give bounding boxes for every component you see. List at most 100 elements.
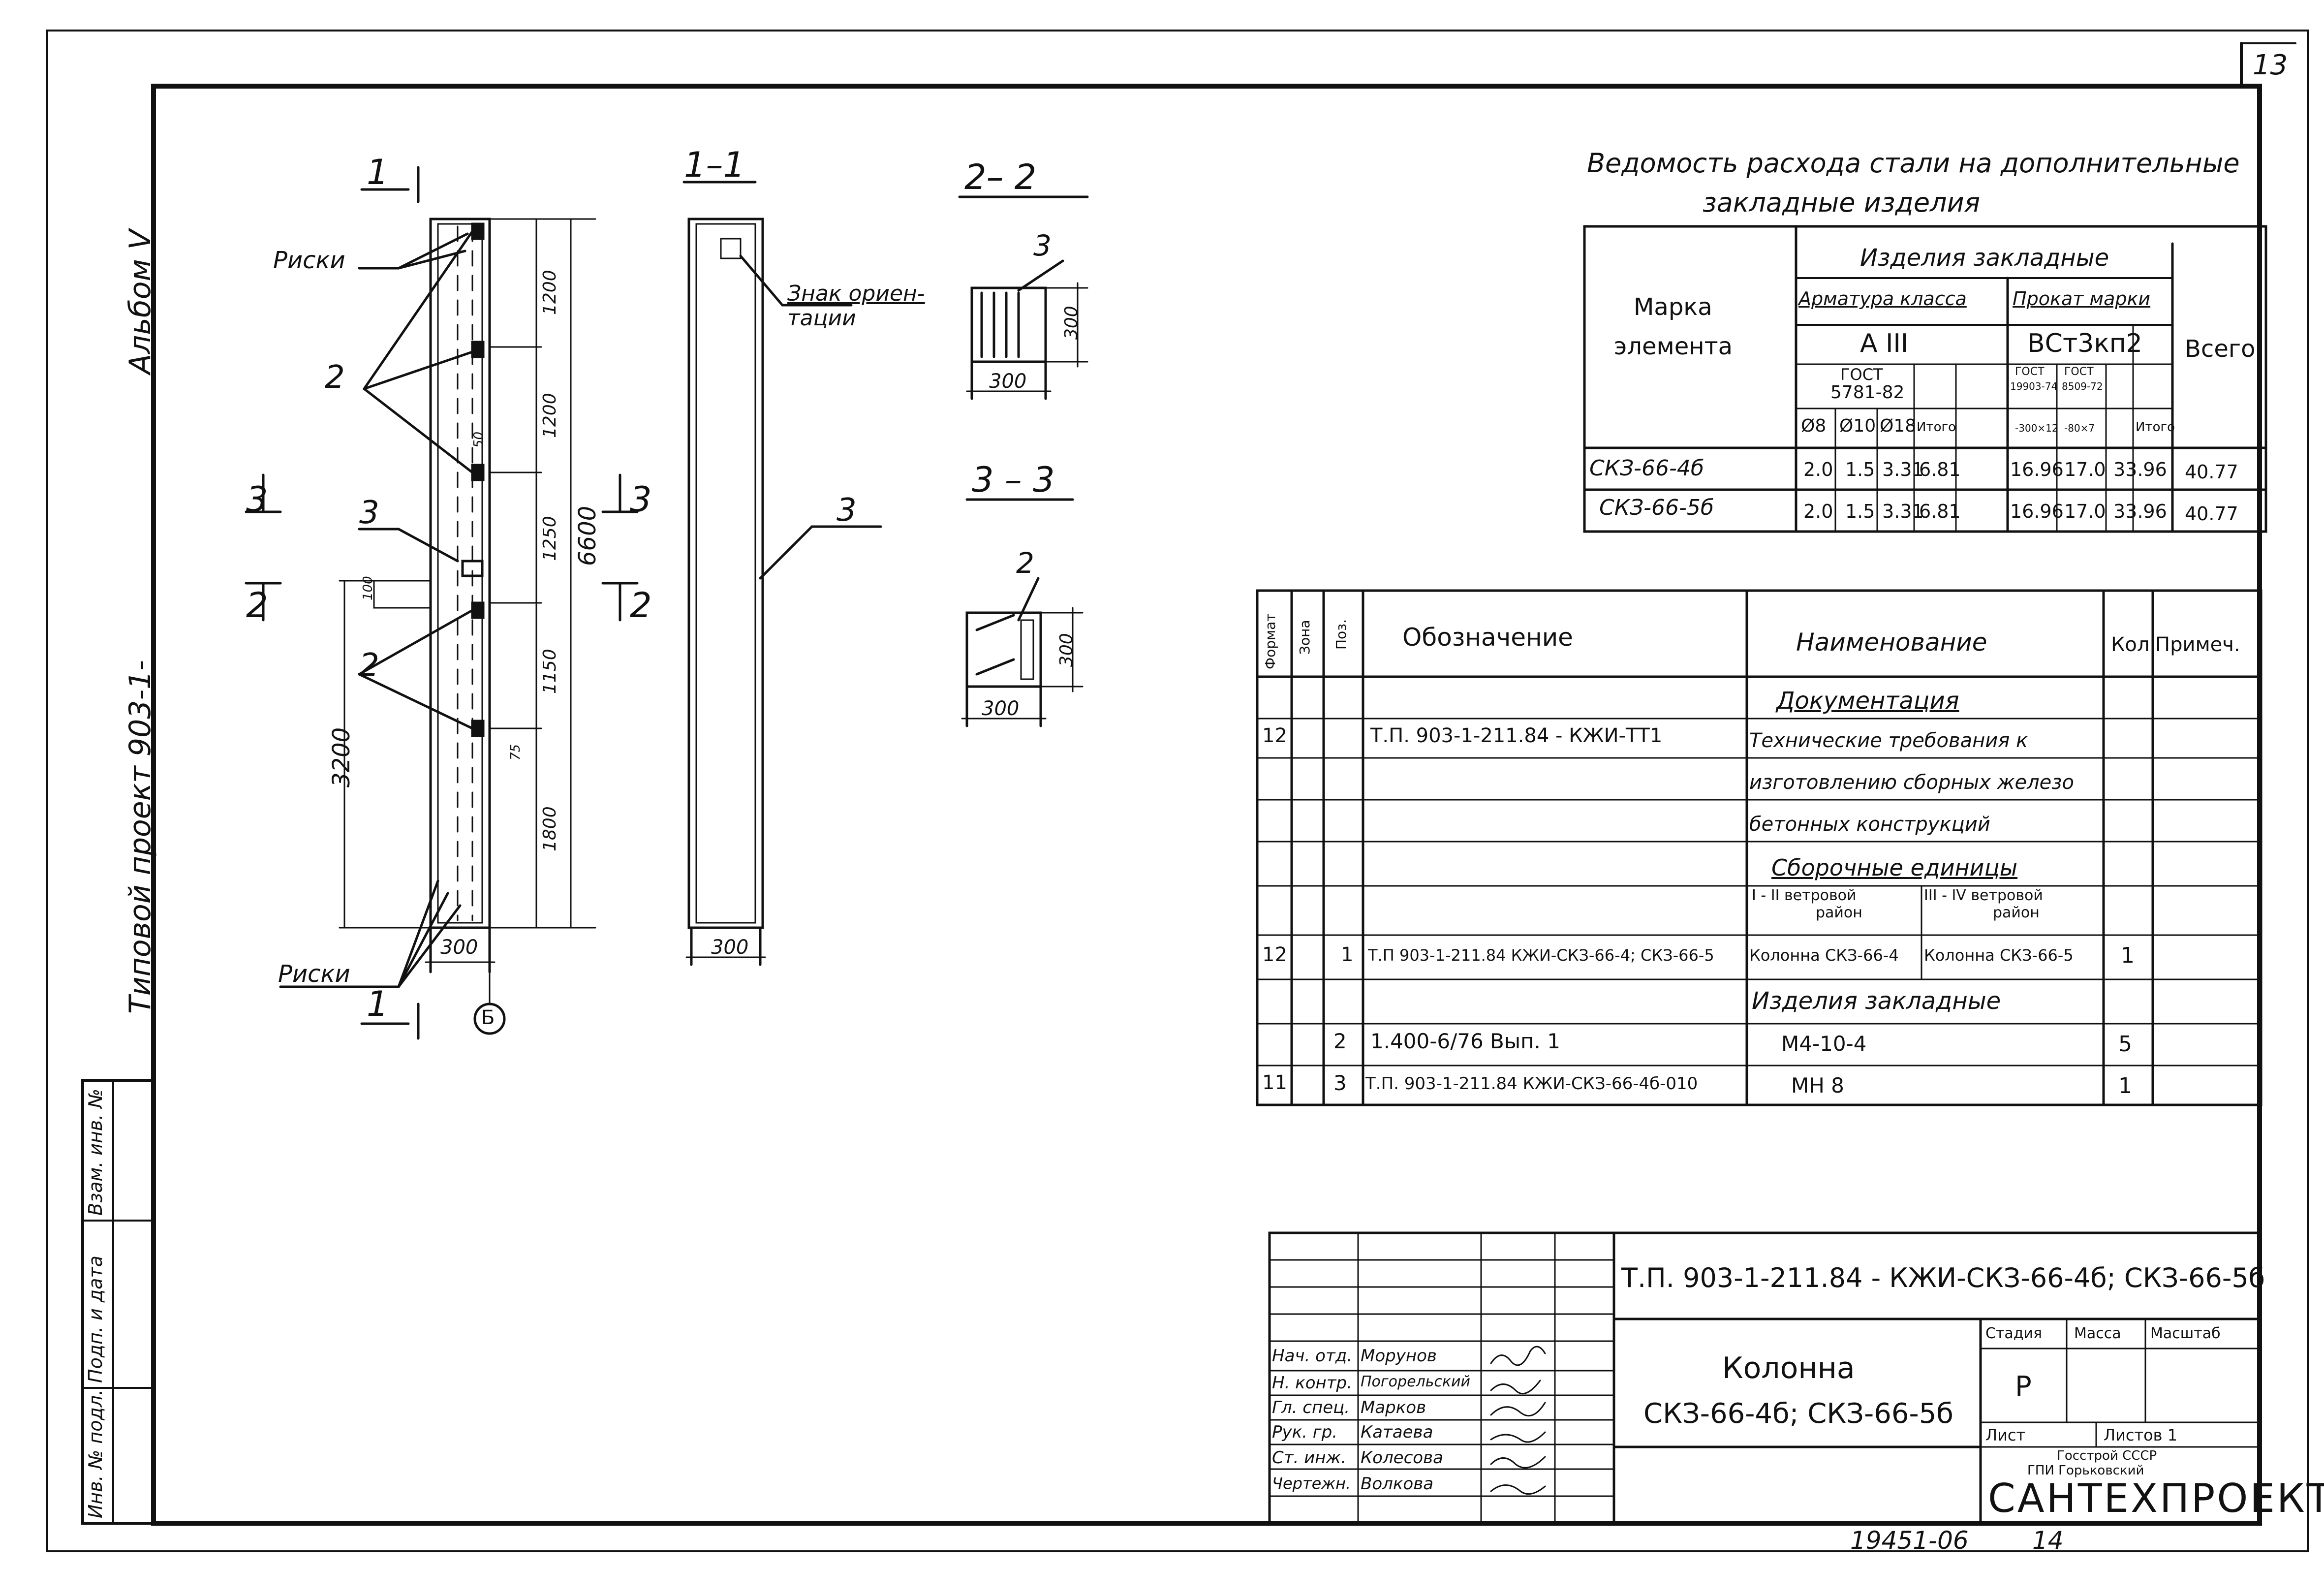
- steel-row2-g2: 16.96: [2010, 501, 2064, 522]
- steel-row1-d18: 3.31: [1882, 459, 1924, 480]
- spec-wind1b: район: [1816, 904, 1862, 921]
- steel-title-1: Ведомость расхода стали на дополнительны…: [1587, 148, 2240, 179]
- steel-h-total: Всего: [2185, 335, 2256, 363]
- spec-r4-name: МН 8: [1791, 1073, 1844, 1098]
- steel-row1-total: 40.77: [2185, 461, 2238, 483]
- project-label: Типовой проект 903-1-: [123, 660, 157, 1014]
- spec-doc-head: Документация: [1776, 687, 1959, 715]
- section-2-2: [958, 195, 1089, 400]
- spec-h-note: Примеч.: [2155, 633, 2240, 656]
- dim-100: 100: [361, 576, 375, 600]
- orient-label-2: тации: [787, 306, 856, 331]
- cut-1-bottom: 1: [367, 984, 389, 1024]
- dim-1800: 1800: [540, 806, 560, 851]
- pos-2-upper: 2: [325, 359, 345, 396]
- tb-person-6: Волкова: [1361, 1474, 1434, 1494]
- steel-row2-d18: 3.31: [1882, 501, 1924, 522]
- spec-table-grid: [1256, 589, 2262, 1106]
- dim-1250: 1250: [540, 516, 560, 561]
- steel-row1-d10: 1.5: [1845, 459, 1875, 480]
- signature-4: [1490, 1431, 1546, 1443]
- tb-org-2: ГПИ Горьковский: [2027, 1463, 2144, 1478]
- steel-h-d18: Ø18: [1880, 416, 1917, 436]
- steel-h-mark: Марка: [1634, 293, 1712, 321]
- spec-h-qty: Кол.: [2111, 633, 2156, 656]
- section-3-3: [961, 498, 1084, 727]
- steel-row1-mark: СКЗ-66-4б: [1589, 456, 1704, 481]
- spec-r1-name3: бетонных конструкций: [1749, 813, 1990, 836]
- section-2-2-title: 2– 2: [964, 157, 1037, 197]
- outer-border: [46, 30, 2309, 1552]
- steel-h-gost2b: 19903-74: [2010, 380, 2058, 392]
- pos-2-s33: 2: [1016, 546, 1034, 580]
- steel-table-grid: [1583, 225, 2267, 533]
- spec-r3-desig: 1.400-6/76 Вып. 1: [1370, 1029, 1560, 1053]
- signature-1: [1490, 1346, 1546, 1366]
- steel-h-rolled: Прокат марки: [2013, 288, 2151, 310]
- tb-sheets-h: Листов 1: [2104, 1426, 2178, 1444]
- dim-3200: 3200: [328, 727, 355, 787]
- cut-3-right: 3: [630, 479, 652, 520]
- tb-role-4: Рук. гр.: [1272, 1422, 1338, 1442]
- steel-row2-s2: 33.96: [2113, 501, 2167, 522]
- dim-300-elev: 300: [440, 936, 478, 959]
- spec-h-pos: Поз.: [1333, 619, 1349, 650]
- spec-r3-qty: 5: [2118, 1032, 2132, 1057]
- tb-person-1: Морунов: [1361, 1346, 1437, 1366]
- stamp-inv: Инв. № подл.: [85, 1389, 106, 1518]
- tb-role-3: Гл. спец.: [1272, 1398, 1350, 1417]
- tb-person-5: Колесова: [1361, 1448, 1443, 1468]
- steel-title-2: закладные изделия: [1703, 187, 1981, 218]
- stamp-replace: Взам. инв. №: [85, 1088, 106, 1216]
- column-elevation: [245, 166, 639, 1040]
- tb-org-logo: САНТЕХПРОЕКТ: [1988, 1475, 2324, 1521]
- section-1-1: [682, 181, 882, 966]
- dim-300-s33-v: 300: [1056, 633, 1077, 667]
- tb-stage-h: Стадия: [1985, 1325, 2043, 1342]
- axis-b-mark: Б: [481, 1006, 495, 1029]
- steel-h-d8: Ø8: [1801, 416, 1827, 436]
- signature-6: [1490, 1484, 1546, 1495]
- spec-r1-name1: Технические требования к: [1749, 729, 2028, 752]
- tb-name-1: Колонна: [1722, 1351, 1855, 1385]
- dim-300-s22-v: 300: [1061, 306, 1082, 340]
- spec-r4-qty: 1: [2118, 1073, 2132, 1098]
- section-3-3-title: 3 – 3: [972, 460, 1055, 500]
- steel-row1-g3: 17.0: [2064, 459, 2106, 480]
- sheet-number: 13: [2253, 49, 2288, 81]
- steel-h-gost3: ГОСТ: [2064, 366, 2094, 378]
- spec-wind2b: район: [1993, 904, 2040, 921]
- spec-r1-name2: изготовлению сборных железо: [1749, 771, 2075, 794]
- spec-asm-head: Сборочные единицы: [1771, 854, 2018, 881]
- tb-person-2: Погорельский: [1361, 1373, 1470, 1390]
- spec-wind2: III - IV ветровой: [1924, 887, 2043, 904]
- footer-number: 19451-06: [1850, 1526, 1969, 1555]
- dim-1150: 1150: [540, 649, 560, 694]
- steel-h-sum1: Итого: [1917, 420, 1956, 435]
- tb-name-2: СКЗ-66-4б; СКЗ-66-5б: [1643, 1398, 1953, 1430]
- steel-h-gost1: ГОСТ: [1840, 365, 1883, 384]
- steel-h-gost2: ГОСТ: [2015, 366, 2045, 378]
- album-label: Альбом V: [123, 229, 157, 374]
- steel-h-gost3c: -80×7: [2064, 422, 2095, 434]
- steel-h-gost1b: 5781-82: [1830, 382, 1905, 403]
- pos-3-s22: 3: [1033, 229, 1052, 262]
- tb-role-1: Нач. отд.: [1272, 1346, 1353, 1366]
- spec-r4-pos: 3: [1333, 1071, 1347, 1095]
- title-block-grid: [1268, 1231, 2260, 1525]
- steel-row1-s1: 6.81: [1919, 459, 1961, 480]
- steel-h-gost2c: -300×12: [2015, 422, 2058, 434]
- dim-300-s22-h: 300: [989, 370, 1027, 393]
- spec-r2-desig: Т.П 903-1-211.84 КЖИ-СКЗ-66-4; СКЗ-66-5: [1368, 946, 1714, 965]
- steel-row2-mark: СКЗ-66-5б: [1599, 495, 1714, 520]
- section-1-1-title: 1–1: [684, 145, 745, 185]
- steel-h-rebar: Арматура класса: [1798, 288, 1967, 310]
- steel-row2-d10: 1.5: [1845, 501, 1875, 522]
- dim-1200b: 1200: [540, 393, 560, 438]
- stamp-sign: Подп. и дата: [85, 1255, 106, 1383]
- spec-r4-fmt: 11: [1262, 1071, 1287, 1094]
- tb-code: Т.П. 903-1-211.84 - КЖИ-СКЗ-66-4б; СКЗ-6…: [1621, 1262, 2265, 1293]
- spec-r3-name: М4-10-4: [1781, 1032, 1867, 1056]
- steel-h-d10: Ø10: [1839, 416, 1876, 436]
